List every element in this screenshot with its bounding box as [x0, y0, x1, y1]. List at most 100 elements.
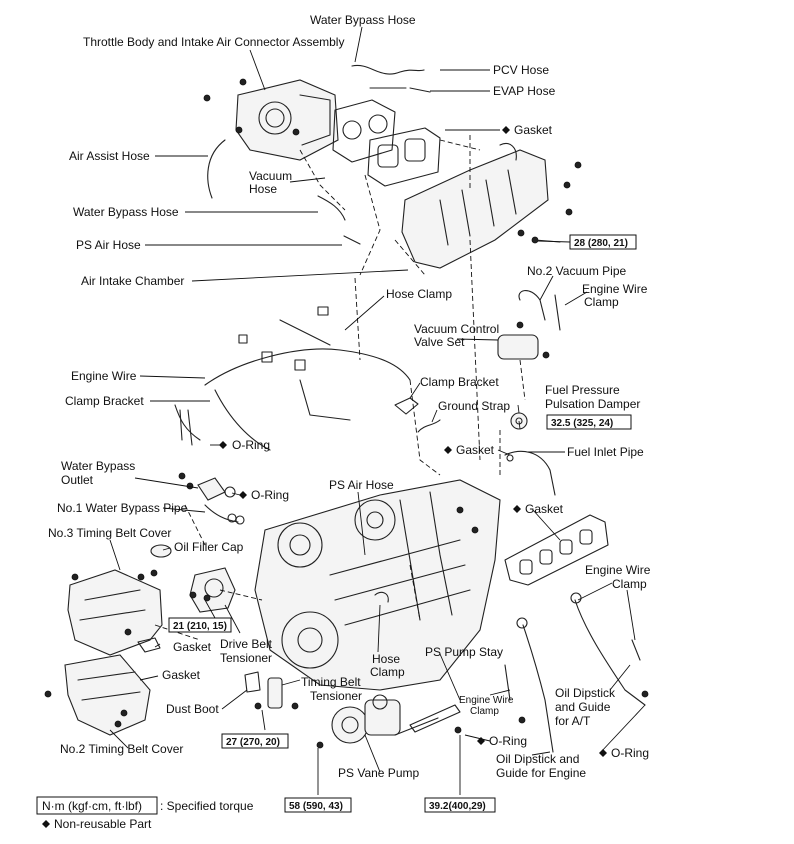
torque-specs: 28 (280, 21) 32.5 (325, 24) 21 (210, 15)…: [168, 234, 637, 813]
air-intake-chamber-drawing: [401, 142, 582, 269]
label-air-intake-chamber: Air Intake Chamber: [81, 274, 184, 288]
label-water-bypass-hose-mid: Water Bypass Hose: [73, 205, 179, 219]
water-bypass-hose-top-drawing: [351, 64, 425, 75]
throttle-body-drawing: [203, 78, 339, 161]
label-engine-wire-clamp-top-line2: Clamp: [584, 295, 619, 309]
air-assist-hose-drawing: [207, 139, 226, 199]
torque-box-32-5: [546, 414, 632, 430]
torque-box-58: [284, 797, 352, 813]
non-reusable-mark: [477, 737, 485, 745]
ps-pump-stay-drawing: [409, 704, 461, 733]
label-air-assist-hose: Air Assist Hose: [69, 149, 150, 163]
legend-unit-box: [36, 796, 158, 815]
label-gasket-mid: Gasket: [456, 443, 495, 457]
label-vacuum-control-valve-line2: Valve Set: [414, 335, 465, 349]
legend-non-reusable: Non-reusable Part: [54, 817, 152, 831]
torque-box-28: [569, 234, 637, 250]
water-bypass-outlet-drawing: [178, 472, 245, 525]
label-engine-wire-clamp-small-line2: Clamp: [470, 706, 499, 717]
non-reusable-mark: [239, 491, 247, 499]
label-no3-timing-belt-cover: No.3 Timing Belt Cover: [48, 526, 171, 540]
oil-dipstick-engine-drawing: [504, 617, 554, 753]
label-dust-boot: Dust Boot: [166, 702, 219, 716]
oil-filler-cap-drawing: [150, 544, 172, 558]
label-o-ring-3: O-Ring: [489, 734, 527, 748]
non-reusable-mark: [219, 441, 227, 449]
label-ps-pump-stay: PS Pump Stay: [425, 645, 503, 659]
label-timing-belt-tensioner-line2: Tensioner: [310, 689, 362, 703]
legend-unit-box-text: N·m (kgf·cm, ft·lbf): [42, 799, 142, 813]
label-ps-vane-pump: PS Vane Pump: [338, 766, 419, 780]
ps-vane-pump-drawing: [316, 694, 462, 749]
vacuum-control-valve-drawing: [497, 290, 561, 360]
label-gasket-left-2: Gasket: [162, 668, 201, 682]
label-pcv-hose: PCV Hose: [493, 63, 549, 77]
intake-manifold-gasket-drawing: [504, 514, 609, 586]
label-oil-dipstick-engine-line2: Guide for Engine: [496, 766, 586, 780]
legend: N·m (kgf·cm, ft·lbf) : Specified torque …: [36, 796, 254, 831]
label-oil-dipstick-at: Oil Dipstick: [555, 686, 616, 700]
non-reusable-mark: [513, 505, 521, 513]
label-no1-water-bypass-pipe: No.1 Water Bypass Pipe: [57, 501, 188, 515]
label-gasket-right: Gasket: [525, 502, 564, 516]
label-drive-belt-tensioner: Drive Belt: [220, 637, 273, 651]
fuel-inlet-pipe-drawing: [504, 450, 556, 496]
no2-timing-belt-cover-drawing: [44, 654, 151, 736]
clamp-bracket-right-drawing: [394, 397, 419, 415]
label-evap-hose: EVAP Hose: [493, 84, 556, 98]
label-timing-belt-tensioner: Timing Belt: [301, 675, 361, 689]
label-no2-vacuum-pipe: No.2 Vacuum Pipe: [527, 264, 626, 278]
label-fuel-inlet-pipe: Fuel Inlet Pipe: [567, 445, 644, 459]
label-o-ring-2: O-Ring: [251, 488, 289, 502]
non-reusable-mark: [502, 126, 510, 134]
label-engine-wire-clamp-right-line2: Clamp: [612, 577, 647, 591]
throttle-gasket-drawing: [332, 99, 396, 163]
torque-21: 21 (210, 15): [173, 621, 227, 632]
label-fuel-pressure-damper-line2: Pulsation Damper: [545, 397, 640, 411]
torque-28: 28 (280, 21): [574, 238, 628, 249]
legend-specified-torque: : Specified torque: [160, 799, 254, 813]
label-ps-air-hose-left: PS Air Hose: [76, 238, 141, 252]
label-engine-wire-clamp-top: Engine Wire: [582, 282, 648, 296]
torque-box-39-2: [424, 797, 496, 813]
label-oil-dipstick-at-line2: and Guide: [555, 700, 611, 714]
label-gasket-top: Gasket: [514, 123, 553, 137]
callout-labels: Water Bypass Hose Throttle Body and Inta…: [48, 13, 651, 780]
torque-27: 27 (270, 20): [226, 737, 280, 748]
no3-timing-belt-cover-drawing: [67, 569, 163, 656]
label-fuel-pressure-damper: Fuel Pressure: [545, 383, 620, 397]
label-oil-dipstick-at-line3: for A/T: [555, 714, 591, 728]
timing-belt-tensioner-drawing: [244, 671, 299, 710]
legend-diamond-mark: [42, 820, 50, 828]
label-throttle-body: Throttle Body and Intake Air Connector A…: [83, 35, 344, 49]
leader-lines: [109, 26, 646, 795]
label-vacuum-control-valve: Vacuum Control: [414, 322, 499, 336]
torque-58: 58 (590, 43): [289, 801, 343, 812]
engine-block-drawing: [254, 479, 501, 691]
torque-32-5: 32.5 (325, 24): [551, 418, 613, 429]
label-no2-timing-belt-cover: No.2 Timing Belt Cover: [60, 742, 183, 756]
engine-wire-harness-drawing: [174, 306, 411, 451]
label-engine-wire: Engine Wire: [71, 369, 137, 383]
label-o-ring-4: O-Ring: [611, 746, 649, 760]
label-vacuum-hose: Vacuum: [249, 169, 292, 183]
label-ground-strap: Ground Strap: [438, 399, 510, 413]
label-water-bypass-outlet-line2: Outlet: [61, 473, 94, 487]
non-reusable-mark: [444, 446, 452, 454]
label-hose-clamp-bottom-line2: Clamp: [370, 665, 405, 679]
label-water-bypass-hose-top: Water Bypass Hose: [310, 13, 416, 27]
label-gasket-left-1: Gasket: [173, 640, 212, 654]
label-engine-wire-clamp-small: Engine Wire: [459, 695, 514, 706]
label-oil-filler-cap: Oil Filler Cap: [174, 540, 244, 554]
label-engine-wire-clamp-right: Engine Wire: [585, 563, 651, 577]
label-o-ring-1: O-Ring: [232, 438, 270, 452]
label-vacuum-hose-line2: Hose: [249, 182, 277, 196]
label-water-bypass-outlet: Water Bypass: [61, 459, 135, 473]
label-clamp-bracket-right: Clamp Bracket: [420, 375, 499, 389]
label-oil-dipstick-engine: Oil Dipstick and: [496, 752, 579, 766]
label-ps-air-hose-center: PS Air Hose: [329, 478, 394, 492]
non-reusable-mark: [599, 749, 607, 757]
label-clamp-bracket-left: Clamp Bracket: [65, 394, 144, 408]
label-drive-belt-tensioner-line2: Tensioner: [220, 651, 272, 665]
